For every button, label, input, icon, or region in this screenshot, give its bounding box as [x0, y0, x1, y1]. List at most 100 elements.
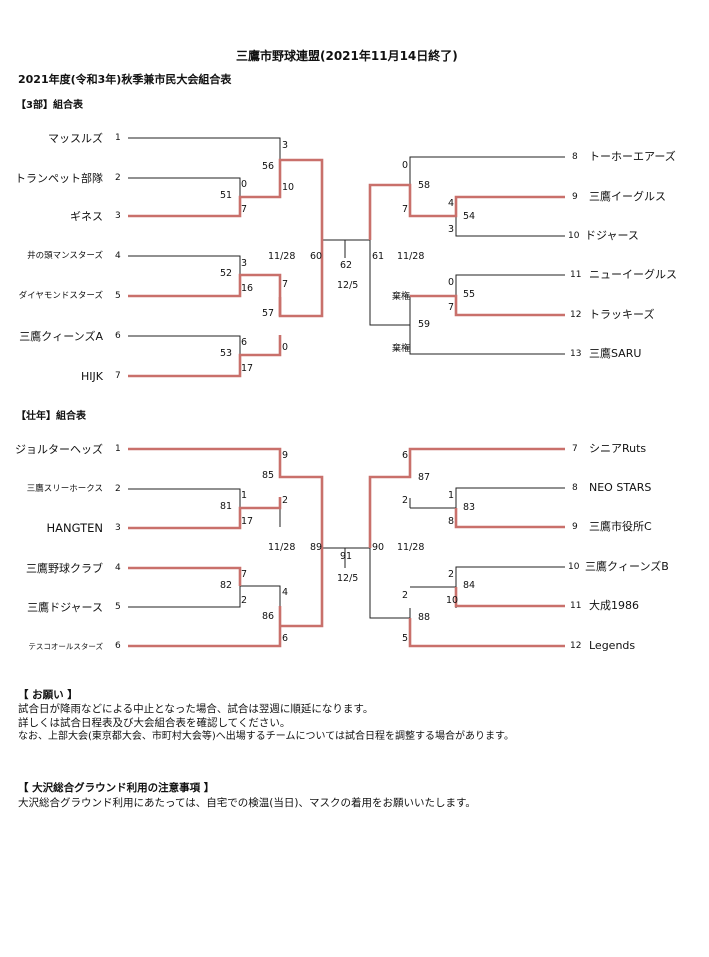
team-number: 3 — [115, 211, 121, 221]
team-name: HANGTEN — [46, 521, 103, 535]
score: 7 — [282, 279, 289, 290]
score: 8 — [448, 516, 455, 527]
final-date: 12/5 — [337, 280, 359, 291]
request-line: なお、上部大会(東京都大会、市町村大会等)へ出場するチームについては試合日程を調… — [18, 731, 515, 742]
score: 2 — [402, 495, 409, 506]
score: 6 — [241, 337, 248, 348]
game-number: 82 — [220, 580, 233, 591]
final-date: 12/5 — [337, 573, 359, 584]
score: 0 — [282, 342, 289, 353]
score: 0 — [402, 160, 409, 171]
team-name: HIJK — [81, 370, 103, 383]
score: 17 — [241, 363, 254, 374]
team-name: 三鷹イーグルス — [589, 190, 666, 203]
team-name: マッスルズ — [48, 132, 103, 145]
game-number: 51 — [220, 190, 233, 201]
team-number: 8 — [572, 152, 578, 162]
team-name: シニアRuts — [589, 442, 647, 455]
team-number: 5 — [115, 291, 121, 301]
match-date: 11/28 — [397, 542, 425, 553]
team-number: 9 — [572, 522, 578, 532]
team-name: 三鷹市役所C — [589, 520, 652, 533]
team-name: 三鷹野球クラブ — [26, 562, 103, 575]
team-name: 井の頭マンスターズ — [27, 251, 103, 261]
score: 7 — [448, 302, 455, 313]
team-number: 2 — [115, 173, 121, 183]
score: 6 — [402, 450, 409, 461]
team-number: 11 — [570, 601, 582, 611]
score: 4 — [282, 587, 289, 598]
game-number: 57 — [262, 308, 275, 319]
score: 棄権 — [392, 344, 411, 354]
game-number: 58 — [418, 180, 431, 191]
game-number: 89 — [310, 542, 323, 553]
team-name: ジョルターヘッズ — [15, 443, 103, 456]
team-number: 1 — [115, 133, 121, 143]
score: 7 — [241, 569, 248, 580]
ground-line: 大沢総合グラウンド利用にあたっては、自宅での検温(当日)、マスクの着用をお願いい… — [18, 797, 476, 809]
score: 4 — [448, 198, 455, 209]
match-date: 11/28 — [397, 251, 425, 262]
score: 2 — [282, 495, 289, 506]
page-title: 三鷹市野球連盟(2021年11月14日終了) — [236, 49, 458, 63]
team-name: 三鷹スリーホークス — [26, 484, 103, 494]
team-name: 三鷹クィーンズA — [19, 330, 103, 343]
score: 7 — [402, 204, 409, 215]
game-number: 53 — [220, 348, 233, 359]
team-name: NEO STARS — [589, 481, 652, 494]
game-number: 52 — [220, 268, 233, 279]
score: 17 — [241, 516, 254, 527]
score: 3 — [282, 140, 289, 151]
game-number: 62 — [340, 260, 353, 271]
score: 16 — [241, 283, 254, 294]
game-number: 88 — [418, 612, 431, 623]
game-number: 55 — [463, 289, 476, 300]
team-number: 12 — [570, 310, 582, 320]
team-number: 8 — [572, 483, 578, 493]
game-number: 90 — [372, 542, 385, 553]
score: 10 — [282, 182, 295, 193]
team-number: 7 — [115, 371, 121, 381]
score: 2 — [402, 590, 409, 601]
team-name: テスコオールスターズ — [28, 642, 103, 651]
team-name: 大成1986 — [589, 599, 639, 612]
team-number: 4 — [115, 563, 121, 573]
team-number: 5 — [115, 602, 121, 612]
game-number: 59 — [418, 319, 431, 330]
score: 3 — [448, 224, 455, 235]
score: 9 — [282, 450, 289, 461]
game-number: 87 — [418, 472, 431, 483]
team-name: ギネス — [70, 210, 103, 223]
team-name: 三鷹クィーンズB — [585, 560, 669, 573]
team-number: 2 — [115, 484, 121, 494]
score: 1 — [448, 490, 455, 501]
team-number: 7 — [572, 444, 578, 454]
team-number: 12 — [570, 641, 582, 651]
game-number: 83 — [463, 502, 476, 513]
score: 3 — [241, 258, 248, 269]
team-name: トランペット部隊 — [15, 172, 103, 185]
score: 2 — [241, 595, 248, 606]
score: 6 — [282, 633, 289, 644]
team-name: ダイヤモンドスターズ — [18, 291, 103, 301]
team-number: 6 — [115, 331, 121, 341]
game-number: 91 — [340, 551, 353, 562]
team-number: 1 — [115, 444, 121, 454]
score: 7 — [241, 204, 248, 215]
score: 2 — [448, 569, 455, 580]
game-number: 61 — [372, 251, 385, 262]
game-number: 60 — [310, 251, 323, 262]
score: 0 — [241, 179, 248, 190]
score: 棄権 — [392, 292, 411, 302]
ground-heading: 【 大沢総合グラウンド利用の注意事項 】 — [18, 782, 215, 794]
score: 0 — [448, 277, 455, 288]
game-number: 81 — [220, 501, 233, 512]
team-number: 9 — [572, 192, 578, 202]
game-number: 56 — [262, 161, 275, 172]
team-number: 4 — [115, 251, 121, 261]
request-heading: 【 お願い 】 — [18, 689, 78, 701]
team-number: 3 — [115, 523, 121, 533]
request-line: 詳しくは試合日程表及び大会組合表を確認してください。 — [18, 717, 291, 729]
